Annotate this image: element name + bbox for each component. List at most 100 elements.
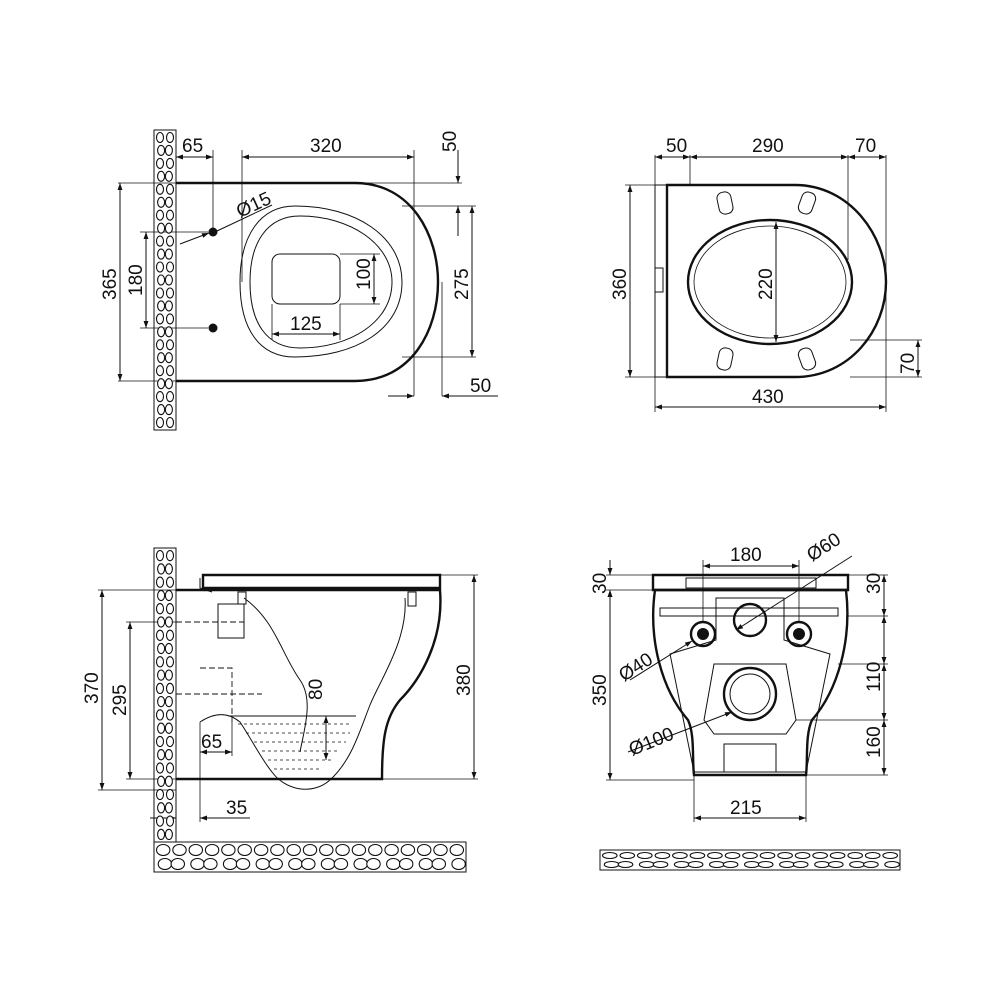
stone	[155, 656, 165, 668]
stone	[157, 274, 166, 286]
dim-label: 80	[306, 679, 327, 700]
bowl-rear-inner	[659, 607, 839, 617]
stone	[155, 209, 165, 221]
dim-label: 70	[855, 136, 876, 157]
stone	[155, 287, 165, 299]
stone	[673, 860, 690, 869]
stone	[157, 378, 166, 390]
stone	[164, 775, 173, 787]
dim-label: 370	[82, 672, 103, 704]
stone	[165, 131, 175, 144]
stone	[333, 857, 349, 871]
stone	[164, 802, 173, 814]
stone	[157, 170, 166, 182]
dim-label: 320	[310, 136, 342, 157]
masonry-texture	[155, 131, 900, 871]
stone	[164, 669, 173, 681]
stone	[155, 576, 165, 588]
stone	[221, 843, 236, 857]
stone	[689, 851, 706, 860]
stone	[301, 857, 316, 871]
stone	[164, 616, 173, 628]
stone	[155, 549, 165, 562]
dim-label: 215	[730, 798, 762, 819]
bowl-rim	[239, 205, 403, 358]
stone	[155, 843, 171, 857]
stone	[155, 788, 165, 801]
stone	[757, 860, 774, 869]
stone	[165, 629, 175, 641]
stone	[619, 851, 636, 860]
mounting-hole	[208, 227, 218, 237]
stone	[268, 857, 283, 871]
stone	[157, 642, 166, 655]
dim-label: 430	[752, 387, 784, 408]
trap-outline	[271, 597, 406, 790]
stone	[157, 563, 166, 575]
stone	[418, 857, 434, 871]
dim-label: 350	[590, 674, 611, 706]
stone	[155, 762, 165, 774]
stone	[827, 860, 844, 869]
floor-section	[599, 849, 901, 871]
bowl-inner	[249, 215, 393, 349]
stone	[157, 404, 166, 416]
stone	[164, 642, 173, 655]
stone	[864, 851, 881, 860]
stone	[386, 857, 401, 871]
stone	[398, 857, 414, 871]
stone	[155, 365, 165, 377]
stone	[863, 860, 879, 869]
stone	[829, 851, 846, 860]
stone	[157, 196, 166, 208]
stone	[416, 843, 432, 857]
dim-label: 30	[864, 573, 885, 594]
dim-label: Ø60	[803, 529, 845, 566]
stone	[400, 843, 416, 857]
stone	[164, 300, 173, 312]
dim-label: Ø15	[233, 188, 274, 222]
stone	[157, 695, 166, 708]
stone	[165, 287, 175, 299]
stone	[235, 857, 251, 871]
stone	[777, 851, 793, 860]
hinge-clip	[654, 267, 664, 293]
stone	[188, 843, 204, 857]
stone	[155, 735, 165, 748]
dim-label: 65	[182, 136, 203, 157]
stone	[155, 339, 165, 351]
stone	[155, 183, 165, 195]
stone	[157, 616, 166, 628]
inlet-collar	[237, 591, 247, 605]
stone	[270, 843, 285, 857]
stone	[654, 851, 671, 860]
dim-label: 275	[452, 268, 473, 300]
stone	[707, 851, 723, 860]
stone	[164, 695, 173, 708]
stone	[253, 843, 269, 857]
bowl-rear-outline	[652, 588, 849, 777]
stone	[742, 851, 758, 860]
dim-label: 35	[226, 798, 247, 819]
stone	[157, 352, 166, 364]
dim-label: 180	[730, 545, 762, 566]
stone	[164, 378, 173, 390]
stone	[164, 352, 173, 364]
stone	[319, 843, 334, 857]
stone	[157, 775, 166, 787]
stone	[157, 857, 173, 871]
floor-section	[153, 841, 467, 873]
stone	[164, 404, 173, 416]
stone	[708, 860, 725, 869]
stone	[353, 857, 368, 871]
stone	[165, 416, 175, 429]
stone	[165, 157, 175, 169]
stone	[759, 851, 776, 860]
stone	[351, 843, 367, 857]
stone	[165, 209, 175, 221]
dim-label: 100	[354, 258, 375, 290]
stone	[335, 843, 350, 857]
dim-label: 50	[666, 136, 687, 157]
stone	[237, 843, 252, 857]
